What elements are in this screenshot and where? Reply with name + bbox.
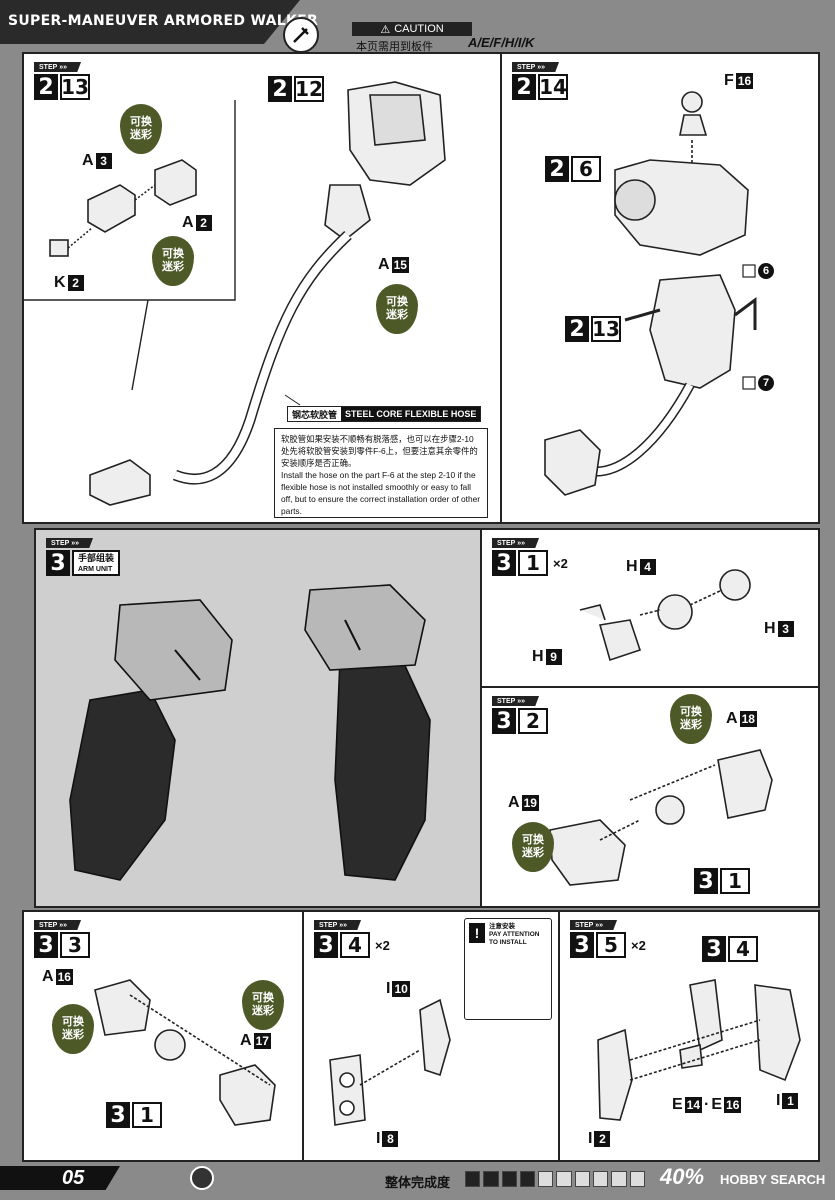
swap-camo-badge: 可换迷彩 [242,980,284,1030]
attention-text-en: PAY ATTENTION TO INSTALL [489,931,540,946]
step-tag: STEP »» [34,62,82,72]
swap-camo-badge: 可换迷彩 [512,822,554,872]
caution-label: CAUTION [394,23,444,35]
step-ref-3-4: 3 4 [702,936,758,962]
progress-segment [501,1171,517,1187]
progress-segment [538,1171,554,1187]
step-number-3: 3 手部组装 ARM UNIT [46,550,121,576]
caution-note: 本页需用到板件 [356,41,433,53]
step-ref-3-1: 3 1 [694,868,750,894]
step-ref-3-1: 3 1 [106,1102,162,1128]
progress-bar [465,1171,645,1187]
step-tag: STEP »» [570,920,618,930]
step-number-2-14: 2 14 [512,74,568,100]
caution-parts: A/E/F/H/I/K [468,35,535,50]
attention-box: ! 注意安装 PAY ATTENTION TO INSTALL [464,918,552,1020]
progress-segment [483,1171,499,1187]
hose-note-cn: 软胶管如果安装不顺畅有脱落感，也可以在步骤2-10处先将软胶管安装到零件F-6上… [281,434,478,468]
progress-segment [574,1171,591,1187]
swap-camo-badge: 可换迷彩 [152,236,194,286]
progress-segment [593,1171,609,1187]
product-title: SUPER-MANEUVER ARMORED WALKER [8,13,319,29]
warning-icon: ⚠ [380,23,391,36]
header-tab [0,0,300,44]
step-tag: STEP »» [512,62,560,72]
swap-camo-badge: 可换迷彩 [376,284,418,334]
step-tag: STEP »» [492,696,540,706]
exclamation-icon: ! [469,923,485,943]
brand-logo-icon [190,1166,214,1190]
step-tag: STEP »» [492,538,540,548]
page-header: SUPER-MANEUVER ARMORED WALKER ⚠ CAUTION … [0,0,835,53]
watermark: HOBBY SEARCH [720,1172,826,1187]
swap-camo-badge: 可换迷彩 [670,694,712,744]
step-number-2-12: 2 12 [268,76,324,102]
step-tag: STEP »» [34,920,82,930]
page-number: 05 [0,1166,120,1190]
step-tag: STEP »» [314,920,362,930]
step-ref-2-6: 2 6 [545,156,601,182]
step-number-3-4: 3 4 ×2 [314,932,390,958]
progress-segment [519,1171,536,1187]
caution-badge: ⚠ CAUTION [352,22,472,36]
step-number-3-5: 3 5 ×2 [570,932,646,958]
step-number-3-3: 3 3 [34,932,90,958]
progress-segment [465,1171,481,1187]
swap-camo-badge: 可换迷彩 [120,104,162,154]
hose-note-en: Install the hose on the part F-6 at the … [281,470,481,516]
progress-segment [629,1171,645,1187]
step-tag: STEP »» [46,538,94,548]
step-number-3-2: 3 2 [492,708,548,734]
step-ref-2-13: 2 13 [565,316,621,342]
progress-segment [611,1171,627,1187]
swap-camo-badge: 可换迷彩 [52,1004,94,1054]
step-number-3-1: 3 1 ×2 [492,550,568,576]
marker-6: 6 [758,263,774,279]
progress-label: 整体完成度 [385,1175,451,1190]
step-3-title-en: ARM UNIT [78,566,113,573]
hose-note: 软胶管如果安装不顺畅有脱落感，也可以在步骤2-10处先将软胶管安装到零件F-6上… [274,428,488,518]
attention-text-cn: 注意安装 [489,923,515,930]
progress-percent: 40% [660,1164,705,1189]
marker-7: 7 [758,375,774,391]
step-number-2-13: 2 13 [34,74,90,100]
step-3-title-cn: 手部组装 [78,553,115,563]
hose-title: 钢芯软胶管 STEEL CORE FLEXIBLE HOSE [287,406,482,422]
progress-segment [556,1171,572,1187]
